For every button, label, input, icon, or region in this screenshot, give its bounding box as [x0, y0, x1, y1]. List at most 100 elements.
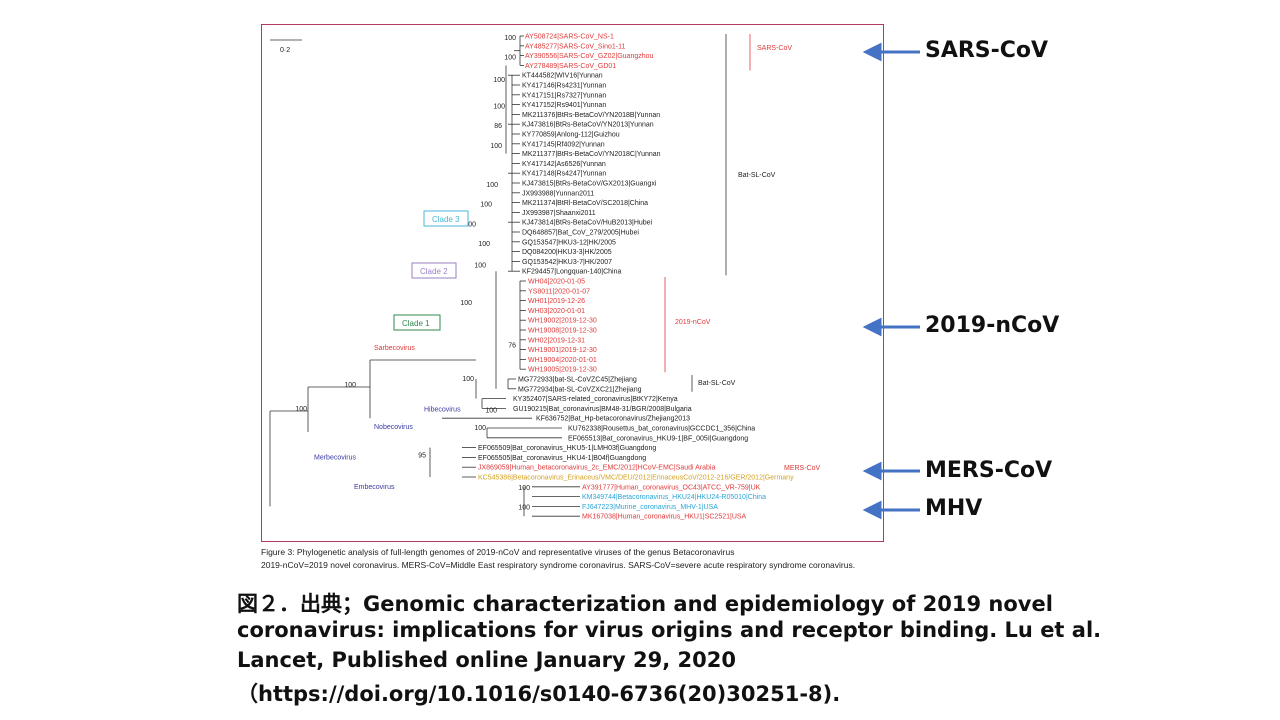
figure-caption-text: Figure 3: Phylogenetic analysis of full-…	[261, 547, 735, 557]
subgenus-hibecovirus: Hibecovirus	[424, 406, 461, 413]
taxon-bat-sl: KY417146|Rs4231|Yunnan	[522, 83, 606, 90]
group-label-bat-sl: Bat-SL-CoV	[738, 172, 776, 179]
taxon-bat-sl: MK211374|BtRl-BetaCoV/SC2018|China	[522, 200, 648, 207]
taxon-bat-sl: JX993988|Yunnan2011	[522, 190, 594, 197]
figure-caption-abbreviations: 2019-nCoV=2019 novel coronavirus. MERS-C…	[261, 560, 856, 570]
bootstrap-value: 100	[295, 406, 307, 413]
tree-branches	[269, 34, 751, 517]
taxon-2019-ncov: WH19001|2019-12-30	[528, 347, 597, 354]
taxon-sars: AY278489|SARS-CoV_GD01	[525, 63, 616, 70]
taxon-nobecovirus: KU762338|Rousettus_bat_coronavirus|GCCDC…	[568, 426, 755, 433]
label-mhv: MHV	[925, 496, 983, 521]
clade-1-label: Clade 1	[402, 319, 430, 328]
taxon-embecovirus: KM349744|Betacoronavirus_HKU24|HKU24-R05…	[582, 494, 766, 501]
taxon-bat-sl-zc: MG772933|bat-SL-CoVZC45|Zhejiang	[518, 377, 637, 384]
bootstrap-value: 100	[518, 485, 530, 492]
clade-3-label: Clade 3	[432, 215, 460, 224]
taxon-bat-sl: MK211377|BtRs-BetaCoV/YN2018C|Yunnan	[522, 151, 661, 158]
taxon-2019-ncov: YS8011|2020-01-07	[528, 288, 590, 295]
clade-2-box	[411, 262, 457, 279]
group-label-mers: MERS-CoV	[784, 465, 821, 472]
taxon-bat-sl: GQ153542|HKU3-7|HK/2007	[522, 259, 612, 266]
tree-labels: 0·2 AY508724|SARS-CoV_NS-1AY485277|SARS-C…	[280, 34, 821, 521]
taxon-bat-sl: KF294457|Longquan-140|China	[522, 269, 621, 276]
taxon-embecovirus: MK167038|Human_coronavirus_HKU1|SC2521|U…	[582, 514, 747, 521]
citation-line-2: coronavirus: implications for virus orig…	[237, 618, 1102, 642]
taxon-sarbecovirus: GU190215|Bat_coronavirus|BM48-31/BGR/200…	[513, 406, 692, 413]
taxon-bat-sl: GQ153547|HKU3-12|HK/2005	[522, 239, 616, 246]
taxon-bat-sl: KJ473815|BtRs-BetaCoV/GX2013|Guangxi	[522, 181, 657, 188]
clade-2-label: Clade 2	[420, 267, 448, 276]
bootstrap-value: 100	[493, 104, 505, 111]
citation-line-3: Lancet, Published online January 29, 202…	[237, 648, 736, 672]
group-label-bat-sl-zc: Bat-SL-CoV	[698, 380, 736, 387]
taxon-bat-sl-zc: MG772934|bat-SL-CoVZXC21|Zhejiang	[518, 386, 642, 393]
taxon-2019-ncov: WH19005|2019-12-30	[528, 367, 597, 374]
taxon-embecovirus: AY391777|Human_coronavirus_OC43|ATCC_VR-…	[582, 484, 761, 491]
subgenus-sarbecovirus: Sarbecovirus	[374, 345, 415, 352]
bootstrap-value: 100	[474, 425, 486, 432]
taxon-bat-sl: KY417151|Rs7327|Yunnan	[522, 92, 606, 99]
bootstrap-value: 100	[493, 77, 505, 84]
taxon-bat-sl: KJ473816|BtRs-BetaCoV/YN2013|Yunnan	[522, 122, 654, 129]
taxon-bat-sl: KT444582|WIV16|Yunnan	[522, 73, 603, 80]
subgenus-nobecovirus: Nobecovirus	[374, 424, 413, 431]
taxon-sars: AY508724|SARS-CoV_NS-1	[525, 34, 614, 41]
group-label-2019-ncov: 2019-nCoV	[675, 319, 711, 326]
bootstrap-value: 100	[486, 182, 498, 189]
phylogenetic-tree: 0·2 AY508724|SARS-CoV_NS-1AY485277|SARS-C…	[269, 34, 821, 521]
bootstrap-value: 95	[418, 452, 426, 459]
taxon-nobecovirus: EF065513|Bat_coronavirus_HKU9-1|BF_005I|…	[568, 435, 748, 442]
label-sars-cov: SARS-CoV	[925, 38, 1049, 63]
bootstrap-value: 100	[464, 222, 476, 229]
taxon-2019-ncov: WH04|2020-01-05	[528, 279, 585, 286]
subgenus-embecovirus: Embecovirus	[354, 484, 395, 491]
scale-bar-label: 0·2	[280, 47, 290, 54]
taxon-bat-sl: KY770859|Anlong-112|Guizhou	[522, 132, 620, 139]
bootstrap-value: 100	[460, 300, 472, 307]
taxon-2019-ncov: WH03|2020-01-01	[528, 308, 585, 315]
clade-3-box	[423, 210, 469, 227]
group-label-sars: SARS-CoV	[757, 45, 792, 52]
taxon-bat-sl: DQ648857|Bat_CoV_279/2005|Hubei	[522, 230, 639, 237]
bootstrap-value: 100	[504, 55, 516, 62]
taxon-bat-sl: DQ084200|HKU3-3|HK/2005	[522, 249, 612, 256]
taxon-2019-ncov: WH19002|2019-12-30	[528, 318, 597, 325]
subgenus-merbecovirus: Merbecovirus	[314, 454, 357, 461]
taxon-2019-ncov: WH02|2019-12-31	[528, 337, 585, 344]
taxon-merbecovirus: KC545386|Betacoronavirus_Erinaceus/VMC/D…	[478, 475, 794, 482]
taxon-bat-sl: KY417145|Rf4092|Yunnan	[522, 141, 605, 148]
taxon-sars: AY485277|SARS-CoV_Sino1-11	[525, 43, 626, 50]
bootstrap-value: 100	[490, 143, 502, 150]
taxon-bat-sl: MK211376|BtRs-BetaCoV/YN2018B|Yunnan	[522, 112, 660, 119]
figure-caption-title: Figure 3: Phylogenetic analysis of full-…	[261, 547, 734, 557]
bootstrap-value: 100	[462, 376, 474, 383]
bootstrap-value: 100	[485, 407, 497, 414]
bootstrap-value: 100	[504, 35, 516, 42]
label-mers-cov: MERS-CoV	[925, 458, 1053, 483]
taxon-merbecovirus: EF065505|Bat_coronavirus_HKU4-1|B04f|Gua…	[478, 455, 646, 462]
bootstrap-value: 86	[494, 123, 502, 130]
taxon-sarbecovirus: KY352407|SARS-related_coronavirus|BtKY72…	[513, 396, 678, 403]
bootstrap-value: 100	[474, 262, 486, 269]
taxon-2019-ncov: WH19004|2020-01-01	[528, 357, 597, 364]
taxon-bat-sl: KJ473814|BtRs-BetaCoV/HuB2013|Hubei	[522, 220, 653, 227]
taxon-hibecovirus: KF636752|Bat_Hp-betacoronavirus/Zhejiang…	[536, 416, 690, 423]
taxon-2019-ncov: WH19008|2019-12-30	[528, 328, 597, 335]
taxon-merbecovirus: JX869059|Human_betacoronavirus_2c_EMC/20…	[478, 465, 715, 472]
citation-line-1: 図２．出典；Genomic characterization and epide…	[237, 592, 1053, 616]
bootstrap-value: 100	[344, 382, 356, 389]
taxon-bat-sl: JX993987|Shaanxi2011	[522, 210, 596, 217]
bootstrap-value: 100	[478, 241, 490, 248]
citation-line-4: （https://doi.org/10.1016/s0140-6736(20)3…	[237, 682, 841, 706]
bootstrap-value: 100	[518, 504, 530, 511]
taxon-bat-sl: KY417142|As6526|Yunnan	[522, 161, 606, 168]
taxon-2019-ncov: WH01|2019-12-26	[528, 298, 585, 305]
bootstrap-value: 76	[508, 343, 516, 350]
taxon-embecovirus: FJ647223|Murine_coronavirus_MHV-1|USA	[582, 504, 718, 511]
label-2019-ncov: 2019-nCoV	[925, 313, 1060, 338]
bootstrap-value: 100	[480, 202, 492, 209]
taxon-bat-sl: KY417148|Rs4247|Yunnan	[522, 171, 606, 178]
clade-1-box	[393, 314, 441, 331]
